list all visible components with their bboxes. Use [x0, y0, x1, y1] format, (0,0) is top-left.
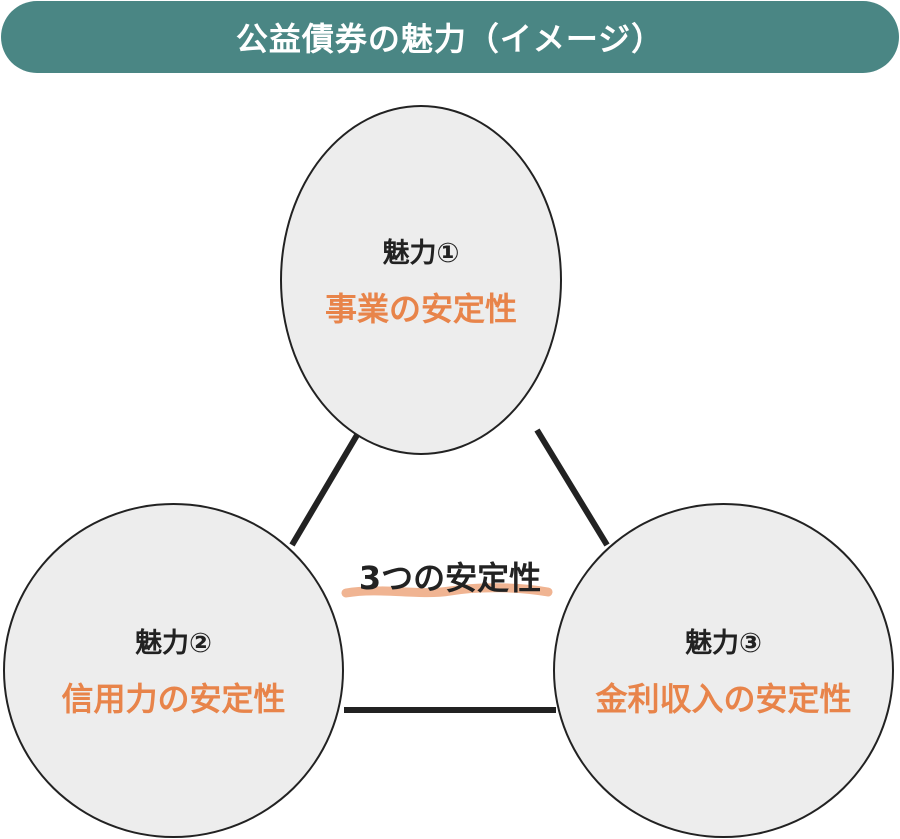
node-circle-1: 魅力① 事業の安定性	[280, 105, 562, 455]
node-2-label: 魅力②	[135, 628, 212, 659]
connector-top-left	[289, 428, 363, 547]
node-1-value: 事業の安定性	[324, 289, 517, 328]
node-1-label: 魅力①	[382, 237, 460, 269]
node-2-value: 信用力の安定性	[61, 680, 286, 718]
node-circle-2: 魅力② 信用力の安定性	[3, 503, 344, 838]
page-title: 公益債券の魅力（イメージ）	[1, 1, 899, 73]
node-3-label: 魅力③	[685, 628, 762, 659]
center-underline-brush	[341, 583, 553, 598]
connector-top-right	[534, 428, 610, 547]
node-circle-3: 魅力③ 金利収入の安定性	[553, 503, 894, 838]
node-3-value: 金利収入の安定性	[595, 680, 852, 718]
center-label: 3つの安定性	[358, 559, 542, 597]
